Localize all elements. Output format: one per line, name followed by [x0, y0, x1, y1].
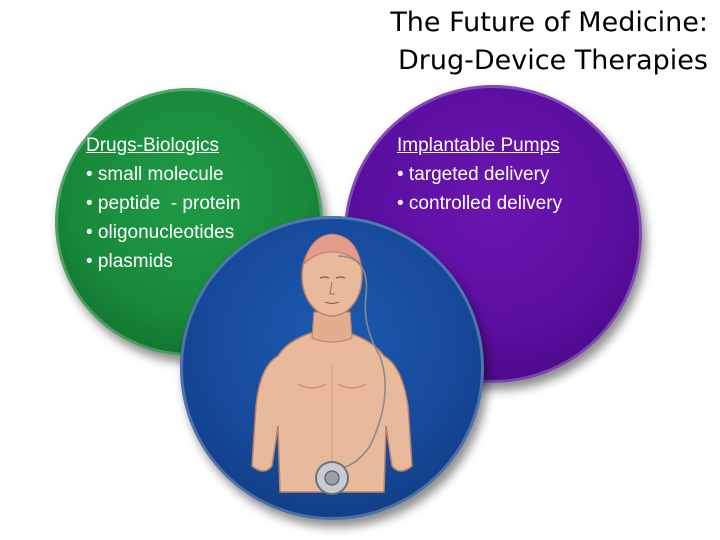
implantable-pumps-heading: Implantable Pumps	[397, 135, 560, 156]
implantable-pumps-text: Implantable Pumps • targeted delivery • …	[397, 131, 562, 218]
title-line-2: Drug-Device Therapies	[398, 45, 708, 76]
bullet-peptide-protein: • peptide - protein	[86, 193, 241, 214]
bullet-controlled-delivery: • controlled delivery	[397, 193, 563, 214]
bullet-oligonucleotides: • oligonucleotides	[86, 222, 235, 243]
bullet-plasmids: • plasmids	[86, 251, 173, 272]
bullet-targeted-delivery: • targeted delivery	[397, 164, 550, 185]
drugs-biologics-text: Drugs-Biologics • small molecule • pepti…	[86, 131, 241, 276]
title-line-1: The Future of Medicine:	[390, 7, 708, 38]
bullet-small-molecule: • small molecule	[86, 164, 224, 185]
patient-illustration-circle	[180, 216, 484, 520]
drugs-biologics-heading: Drugs-Biologics	[86, 135, 220, 156]
slide-title: The Future of Medicine: Drug-Device Ther…	[390, 4, 708, 80]
